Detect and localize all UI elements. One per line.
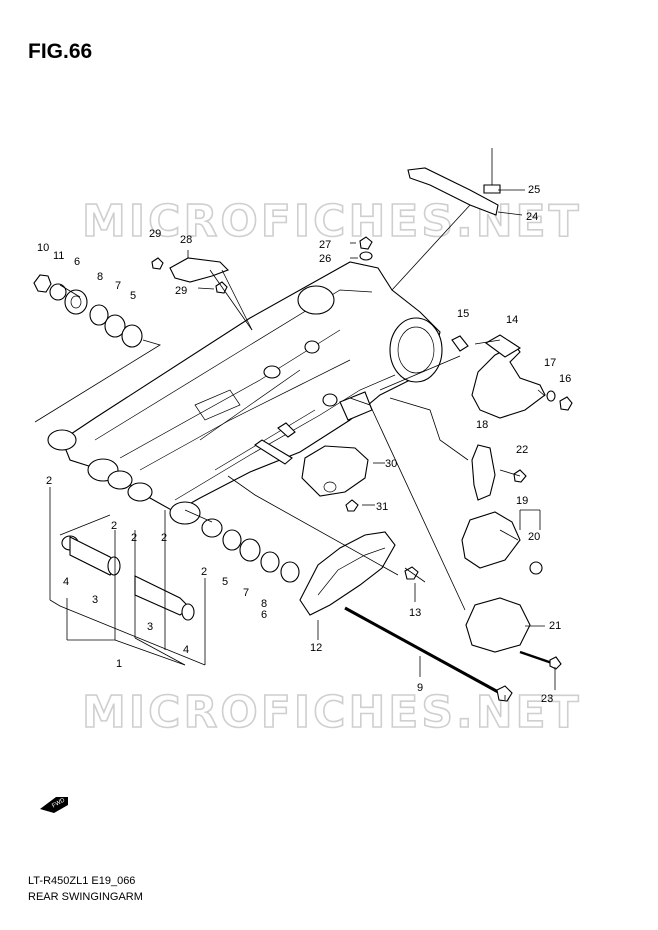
boundary-lines xyxy=(34,189,556,700)
callout-10: 10 xyxy=(37,242,49,254)
callout-2d: 2 xyxy=(161,532,167,544)
callout-26: 26 xyxy=(319,253,331,265)
callout-14: 14 xyxy=(506,314,518,326)
callout-12: 12 xyxy=(310,642,322,654)
top-plate xyxy=(407,148,501,216)
callout-18: 18 xyxy=(476,419,488,431)
callout-15: 15 xyxy=(457,308,469,320)
lower-bearing-stack xyxy=(61,518,300,621)
diagram-name: REAR SWINGINGARM xyxy=(28,891,143,903)
figure-title: FIG.66 xyxy=(28,40,93,63)
callout-6a: 6 xyxy=(74,256,80,268)
callout-25: 25 xyxy=(528,184,540,196)
callout-19: 19 xyxy=(516,495,528,507)
callout-8a: 8 xyxy=(97,271,103,283)
callout-7b: 7 xyxy=(243,587,249,599)
callout-7a: 7 xyxy=(115,280,121,292)
upper-bearing-stack xyxy=(33,274,143,348)
upper-small-parts xyxy=(151,236,373,294)
diagram-code: LT-R450ZL1 E19_066 xyxy=(28,875,136,887)
callout-17: 17 xyxy=(544,357,556,369)
callout-24: 24 xyxy=(526,211,538,223)
callout-13: 13 xyxy=(409,607,421,619)
callout-8b: 8 xyxy=(261,598,267,610)
callout-11: 11 xyxy=(53,250,64,262)
callout-20: 20 xyxy=(528,531,540,543)
callout-5b: 5 xyxy=(222,576,228,588)
callout-31: 31 xyxy=(376,501,388,513)
callout-3b: 3 xyxy=(147,621,153,633)
callout-4b: 4 xyxy=(183,644,189,656)
callout-5a: 5 xyxy=(130,290,136,302)
callout-6b: 6 xyxy=(261,609,267,621)
callout-29b: 29 xyxy=(175,285,187,297)
callout-2a: 2 xyxy=(46,475,52,487)
watermark-bottom: MICROFICHES.NET xyxy=(82,687,582,738)
block-and-spacer xyxy=(254,422,369,512)
callout-22: 22 xyxy=(516,444,528,456)
callout-21: 21 xyxy=(549,620,561,632)
swingarm-body xyxy=(47,261,443,525)
callout-27: 27 xyxy=(319,239,331,251)
callout-30: 30 xyxy=(385,458,397,470)
callout-labels: 1 2 2 2 2 2 3 3 4 4 5 5 6 6 7 7 8 8 9 10… xyxy=(37,184,571,705)
callout-3a: 3 xyxy=(92,594,98,606)
fwd-arrow-icon: FWD xyxy=(40,797,68,813)
callout-4a: 4 xyxy=(63,576,69,588)
callout-23: 23 xyxy=(541,693,553,705)
pivot-axle xyxy=(344,606,562,702)
chain-slider xyxy=(299,531,419,616)
callout-9: 9 xyxy=(417,682,423,694)
callout-16: 16 xyxy=(559,373,571,385)
callout-1: 1 xyxy=(116,658,122,670)
callout-2b: 2 xyxy=(111,520,117,532)
callout-29a: 29 xyxy=(149,228,161,240)
right-brackets xyxy=(451,334,573,653)
callout-2c: 2 xyxy=(131,532,137,544)
callout-2e: 2 xyxy=(201,566,207,578)
callout-28: 28 xyxy=(180,234,192,246)
